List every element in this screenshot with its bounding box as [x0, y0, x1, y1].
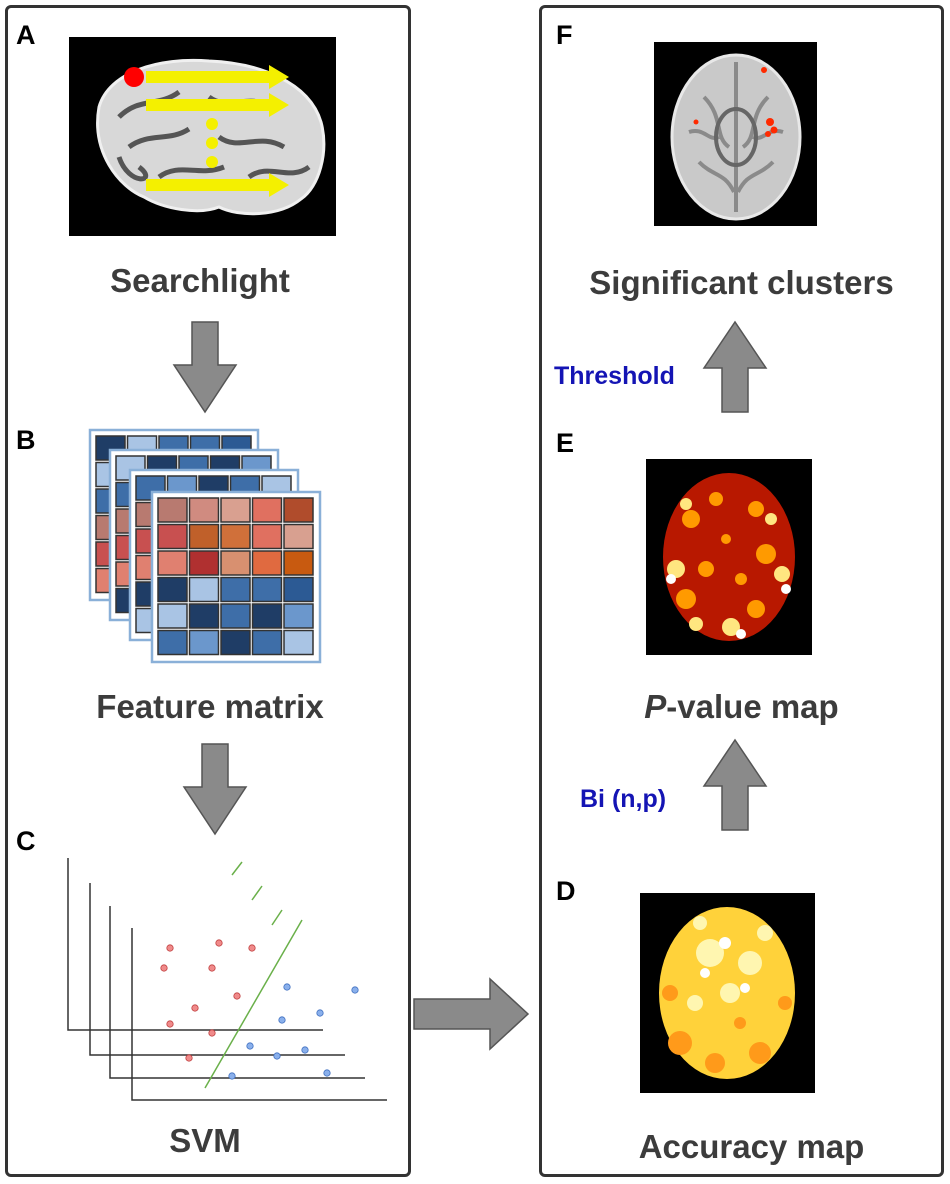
arrow-up-e-f — [702, 320, 768, 413]
svm-hyperplane — [204, 919, 303, 1089]
svm-point-red — [166, 1020, 174, 1028]
panel-letter-f: F — [556, 20, 573, 50]
svm-axis — [89, 883, 345, 1056]
svm-point-red — [215, 939, 223, 947]
svm-point-blue — [316, 1009, 324, 1017]
matrix-cell — [283, 550, 314, 576]
svm-point-red — [185, 1054, 193, 1062]
svm-point-red — [166, 944, 174, 952]
arrow-down-b-c — [182, 743, 248, 836]
matrix-cell — [188, 550, 220, 576]
svm-point-blue — [301, 1046, 309, 1054]
matrix-cell — [220, 629, 251, 656]
searchlight-sphere — [124, 67, 144, 87]
matrix-cell — [157, 603, 188, 629]
matrix-cell — [157, 523, 188, 550]
searchlight-arrows — [146, 65, 289, 197]
matrix-cell — [157, 497, 188, 523]
matrix-cell — [283, 523, 314, 550]
caption-p-italic: P — [644, 688, 667, 725]
matrix-cell — [157, 550, 188, 576]
svm-axis — [109, 906, 365, 1079]
feature-matrix-stack — [88, 428, 322, 664]
matrix-cell — [220, 550, 251, 576]
svm-point-blue — [283, 983, 291, 991]
matrix-cell — [188, 576, 220, 603]
svm-point-red — [208, 964, 216, 972]
svm-point-blue — [246, 1042, 254, 1050]
caption-accuracy-map: Accuracy map — [638, 1128, 865, 1165]
svm-point-red — [233, 992, 241, 1000]
matrix-cell — [251, 497, 283, 523]
matrix-cell — [220, 576, 251, 603]
panel-letter-b: B — [16, 425, 36, 455]
arrow-right-c-d — [413, 977, 530, 1051]
panel-letter-e: E — [556, 428, 575, 458]
matrix-cell — [188, 629, 220, 656]
svm-point-blue — [228, 1072, 236, 1080]
matrix-cell — [251, 523, 283, 550]
svm-hyperplane-dash — [251, 885, 263, 901]
svm-hyperplane-dash — [271, 909, 283, 926]
caption-searchlight: Searchlight — [110, 262, 290, 299]
svm-point-red — [191, 1004, 199, 1012]
feature-matrix-layer — [150, 490, 322, 664]
matrix-cell — [283, 629, 314, 656]
arrow-down-a-b — [172, 321, 238, 414]
panel-letter-d: D — [556, 876, 576, 906]
matrix-cell — [157, 576, 188, 603]
matrix-cell — [188, 497, 220, 523]
matrix-cell — [251, 550, 283, 576]
panel-letter-c: C — [16, 826, 36, 856]
sagittal-brain-shape — [96, 58, 326, 216]
panel-letter-a: A — [16, 20, 36, 50]
matrix-cell — [220, 497, 251, 523]
accuracy-brain-image — [640, 893, 815, 1093]
matrix-cell — [283, 497, 314, 523]
svm-hyperplane-dash — [231, 861, 243, 876]
arrow-up-d-e — [702, 738, 768, 831]
matrix-cell — [157, 629, 188, 656]
svm-axis — [131, 928, 387, 1101]
svm-axis — [67, 858, 323, 1031]
searchlight-brain-image — [69, 37, 336, 236]
caption-significant-clusters: Significant clusters — [589, 264, 894, 301]
matrix-cell — [188, 603, 220, 629]
svm-point-red — [160, 964, 168, 972]
caption-p-rest: -value map — [666, 688, 839, 725]
matrix-cell — [220, 523, 251, 550]
binomial-label: Bi (n,p) — [580, 785, 667, 813]
svm-point-blue — [278, 1016, 286, 1024]
caption-feature-matrix: Feature matrix — [96, 688, 324, 725]
svm-point-blue — [323, 1069, 331, 1077]
p-value-brain-image — [646, 459, 812, 655]
matrix-cell — [283, 576, 314, 603]
significant-clusters-brain-image — [654, 42, 817, 226]
matrix-cell — [251, 603, 283, 629]
matrix-cell — [251, 629, 283, 656]
caption-p-value-map: P-value map — [539, 688, 944, 726]
threshold-label: Threshold — [554, 362, 675, 390]
caption-svm: SVM — [169, 1122, 241, 1159]
matrix-cell — [220, 603, 251, 629]
matrix-cell — [188, 523, 220, 550]
svm-point-blue — [273, 1052, 281, 1060]
matrix-cell — [251, 576, 283, 603]
svm-point-blue — [351, 986, 359, 994]
matrix-cell — [283, 603, 314, 629]
svm-point-red — [208, 1029, 216, 1037]
svm-point-red — [248, 944, 256, 952]
svm-plot — [67, 858, 387, 1101]
